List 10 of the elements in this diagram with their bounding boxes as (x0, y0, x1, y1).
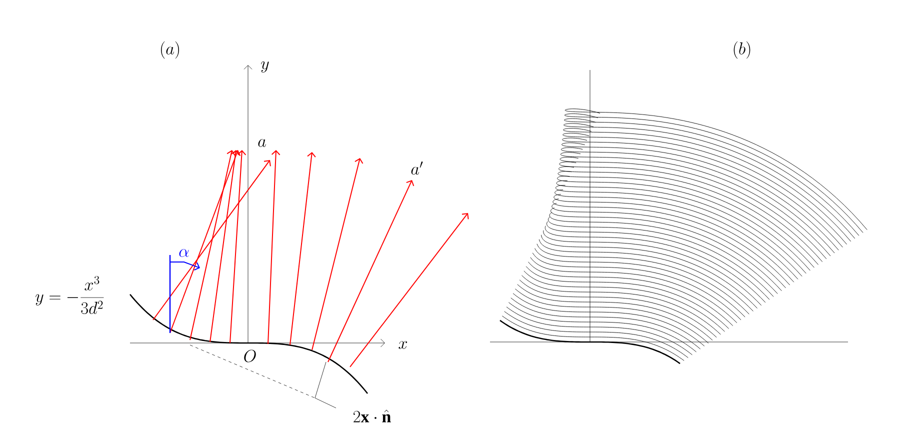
math-label: $\alpha$ (179, 249, 189, 257)
math-label: $a'$ (411, 161, 423, 175)
math-label: $y$ (261, 61, 269, 73)
math-label: $2\mathbf{x}\cdot\hat{\mathbf{n}}$ (354, 410, 391, 422)
math-label: $O$ (244, 350, 256, 362)
math-label: $x$ (398, 341, 408, 349)
math-label: $a$ (258, 139, 266, 147)
math-label: $(b)$ (734, 41, 750, 59)
math-label: $y=-\frac{x^3}{3d^2}$ (36, 276, 104, 314)
math-label: $(a)$ (161, 41, 179, 59)
